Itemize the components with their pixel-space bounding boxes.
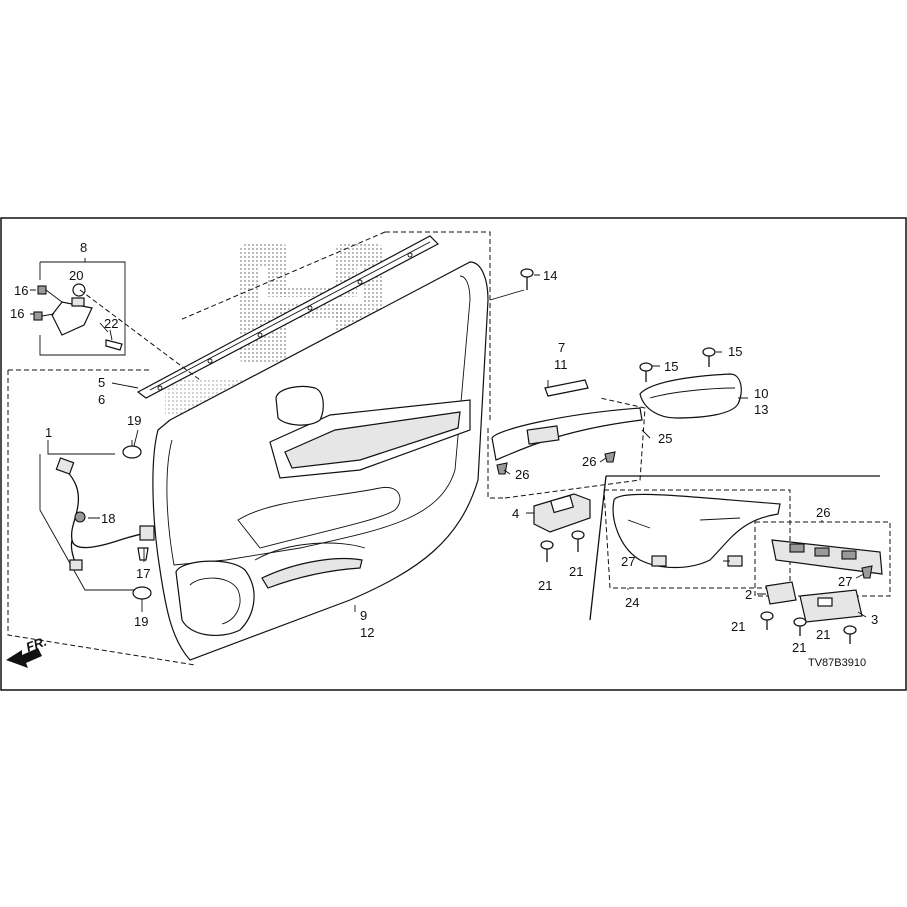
clip-19-lower — [132, 586, 152, 612]
callout-16b: 16 — [10, 306, 24, 321]
callout-21c: 21 — [731, 619, 745, 634]
callout-26c: 27 — [838, 574, 852, 589]
switch-panel-24 — [487, 397, 646, 499]
callout-labels: 8 20 16 16 22 5 6 19 1 18 17 19 9 12 14 … — [10, 240, 878, 655]
callout-12: 12 — [360, 625, 374, 640]
wire-harness — [39, 440, 155, 591]
callout-21e: 21 — [816, 627, 830, 642]
switch-3 — [799, 589, 863, 623]
callout-9: 9 — [360, 608, 367, 623]
callout-20: 20 — [69, 268, 83, 283]
door-molding — [136, 235, 439, 399]
screw-14 — [489, 268, 534, 301]
section-divider — [589, 475, 880, 621]
callout-19a: 19 — [127, 413, 141, 428]
pull-pocket-10-13 — [639, 347, 742, 419]
callout-25: 26 — [816, 505, 830, 520]
callout-17: 17 — [136, 566, 150, 581]
front-label: FR. — [24, 634, 49, 655]
switch-bezel-25 — [754, 521, 891, 597]
garnish-23 — [603, 489, 791, 589]
callout-21d: 21 — [792, 640, 806, 655]
door-lining-panel — [152, 261, 489, 661]
callout-7: 7 — [558, 340, 565, 355]
callout-21a: 21 — [538, 578, 552, 593]
callout-19b: 19 — [134, 614, 148, 629]
callout-23: 24 — [625, 595, 639, 610]
callout-11: 11 — [554, 357, 568, 372]
bracket-assembly — [33, 258, 126, 356]
callout-8: 8 — [80, 240, 87, 255]
callout-6: 6 — [98, 392, 105, 407]
callout-26a: 26 — [515, 467, 529, 482]
callout-4: 4 — [512, 506, 519, 521]
callout-18: 18 — [101, 511, 115, 526]
diagram-frame — [0, 217, 907, 691]
leader-lines — [30, 274, 867, 618]
gasket-7-11 — [544, 379, 589, 397]
clip-19-upper — [122, 440, 142, 459]
callout-21b: 21 — [569, 564, 583, 579]
callout-2: 2 — [745, 587, 752, 602]
callout-16a: 16 — [14, 283, 28, 298]
front-direction-arrow: FR. — [6, 634, 49, 668]
callout-24: 25 — [658, 431, 672, 446]
callout-15b: 15 — [728, 344, 742, 359]
callout-3: 3 — [871, 612, 878, 627]
diagram-code: TV87B3910 — [808, 657, 866, 669]
callout-27a: 27 — [621, 554, 635, 569]
callout-13: 13 — [754, 402, 768, 417]
reference-lines-left — [7, 231, 491, 666]
callout-26b: 26 — [582, 454, 596, 469]
switch-4 — [533, 493, 591, 562]
callout-15a: 15 — [664, 359, 678, 374]
screws-21-right — [760, 611, 857, 644]
callout-14: 14 — [543, 268, 557, 283]
callout-5: 5 — [98, 375, 105, 390]
callout-1: 1 — [45, 425, 52, 440]
callout-10: 10 — [754, 386, 768, 401]
switch-2 — [765, 581, 797, 605]
callout-22: 22 — [104, 316, 118, 331]
